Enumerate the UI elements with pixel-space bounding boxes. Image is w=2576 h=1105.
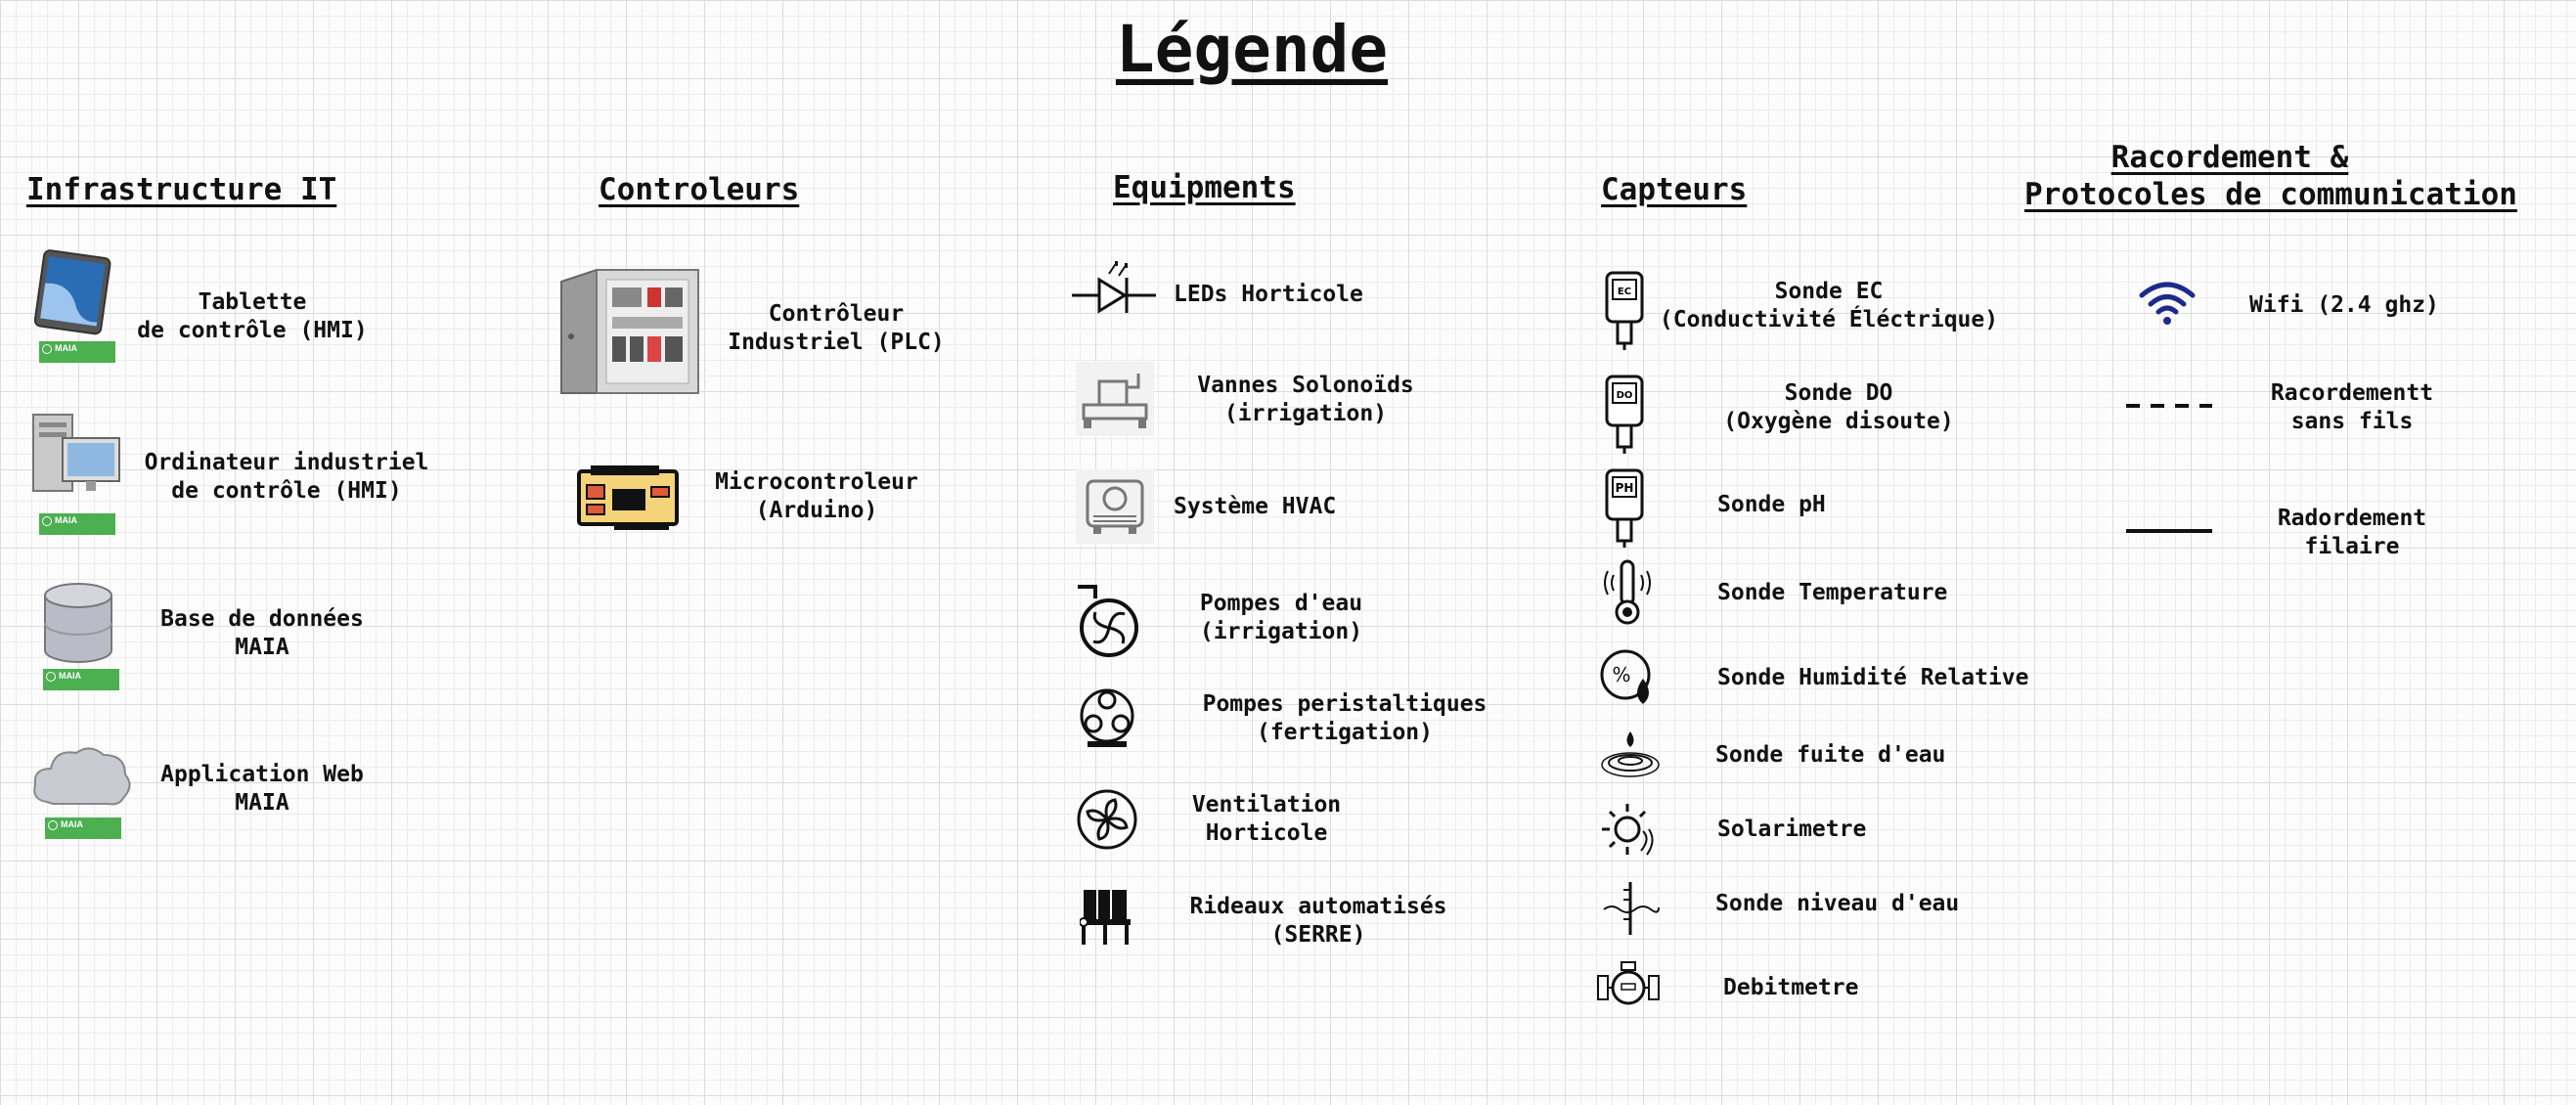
tablet-icon bbox=[33, 249, 111, 335]
wired-connection-label: Radordement filaire bbox=[2277, 506, 2427, 559]
wifi-icon bbox=[2139, 282, 2196, 325]
equipments-header: Equipments bbox=[1113, 170, 1296, 205]
tablet-label: Tablette de contrôle (HMI) bbox=[137, 289, 368, 343]
svg-text:EC: EC bbox=[1618, 287, 1631, 297]
humidity-label: Sonde Humidité Relative bbox=[1717, 665, 2029, 690]
connections-header-line1: Racordement & bbox=[2110, 140, 2349, 175]
water-pump-label: Pompes d'eau (irrigation) bbox=[1199, 591, 1363, 644]
maia-badge: MAIA bbox=[39, 341, 115, 363]
legend-title: Légende bbox=[1115, 12, 1389, 87]
connections-header: Racordement & Protocoles de communicatio… bbox=[2024, 139, 2517, 213]
svg-text:PH: PH bbox=[1616, 481, 1634, 495]
arduino-label: Microcontroleur (Arduino) bbox=[715, 469, 918, 523]
plc-label: Contrôleur Industriel (PLC) bbox=[728, 301, 945, 355]
thermometer-icon bbox=[1604, 559, 1651, 625]
peristaltic-pump-icon bbox=[1080, 688, 1134, 747]
wifi-label: Wifi (2.4 ghz) bbox=[2249, 292, 2439, 318]
industrial-computer-icon bbox=[32, 414, 120, 492]
ec-probe-icon: EC bbox=[1605, 271, 1644, 350]
do-probe-icon: DO bbox=[1605, 375, 1644, 454]
maia-badge: MAIA bbox=[45, 818, 121, 839]
led-label: LEDs Horticole bbox=[1174, 282, 1363, 307]
svg-text:%: % bbox=[1612, 663, 1630, 686]
solenoid-valve-icon bbox=[1076, 362, 1154, 436]
do-label: Sonde DO (Oxygène disoute) bbox=[1723, 380, 1954, 434]
water-leak-icon bbox=[1601, 731, 1660, 777]
plc-cabinet-icon bbox=[560, 268, 699, 394]
water-leak-label: Sonde fuite d'eau bbox=[1715, 742, 1946, 768]
controllers-header: Controleurs bbox=[599, 172, 800, 207]
cloud-icon bbox=[33, 747, 131, 806]
fan-label: Ventilation Horticole bbox=[1191, 792, 1342, 846]
led-diode-icon bbox=[1072, 261, 1156, 314]
maia-badge: MAIA bbox=[43, 669, 119, 690]
svg-text:DO: DO bbox=[1617, 390, 1633, 401]
cloud-label: Application Web MAIA bbox=[160, 762, 364, 816]
sun-icon bbox=[1602, 804, 1654, 856]
flow-meter-label: Debitmetre bbox=[1723, 975, 1859, 1000]
peristaltic-pump-label: Pompes peristaltiques (fertigation) bbox=[1202, 691, 1488, 745]
ph-label: Sonde pH bbox=[1717, 492, 1826, 517]
sensors-header: Capteurs bbox=[1601, 172, 1748, 207]
flow-meter-icon bbox=[1597, 961, 1660, 1005]
ph-probe-icon: PH bbox=[1605, 468, 1644, 548]
valve-label: Vannes Solonoïds (irrigation) bbox=[1197, 373, 1414, 426]
arduino-board-icon bbox=[577, 465, 679, 530]
solarimeter-label: Solarimetre bbox=[1717, 817, 1867, 842]
database-label: Base de données MAIA bbox=[160, 606, 364, 660]
curtain-icon bbox=[1080, 890, 1131, 945]
ec-label: Sonde EC (Conductivité Éléctrique) bbox=[1659, 279, 1999, 332]
hvac-label: Système HVAC bbox=[1174, 494, 1337, 519]
water-level-icon bbox=[1603, 882, 1660, 935]
database-icon bbox=[44, 583, 112, 663]
wireless-connection-label: Racordementt sans fils bbox=[2270, 380, 2434, 434]
humidity-icon: % bbox=[1600, 649, 1651, 704]
temperature-label: Sonde Temperature bbox=[1717, 580, 1948, 605]
curtain-label: Rideaux automatisés (SERRE) bbox=[1189, 894, 1447, 948]
infrastructure-header: Infrastructure IT bbox=[26, 172, 337, 207]
hvac-icon bbox=[1076, 469, 1154, 544]
solid-line-icon bbox=[2126, 529, 2212, 533]
fan-icon bbox=[1077, 789, 1137, 850]
connections-header-line2: Protocoles de communication bbox=[2024, 177, 2517, 212]
water-pump-icon bbox=[1078, 585, 1138, 657]
dashed-line-icon bbox=[2126, 404, 2212, 408]
maia-badge: MAIA bbox=[39, 513, 115, 535]
water-level-label: Sonde niveau d'eau bbox=[1715, 891, 1960, 916]
industrial-computer-label: Ordinateur industriel de contrôle (HMI) bbox=[144, 450, 429, 504]
